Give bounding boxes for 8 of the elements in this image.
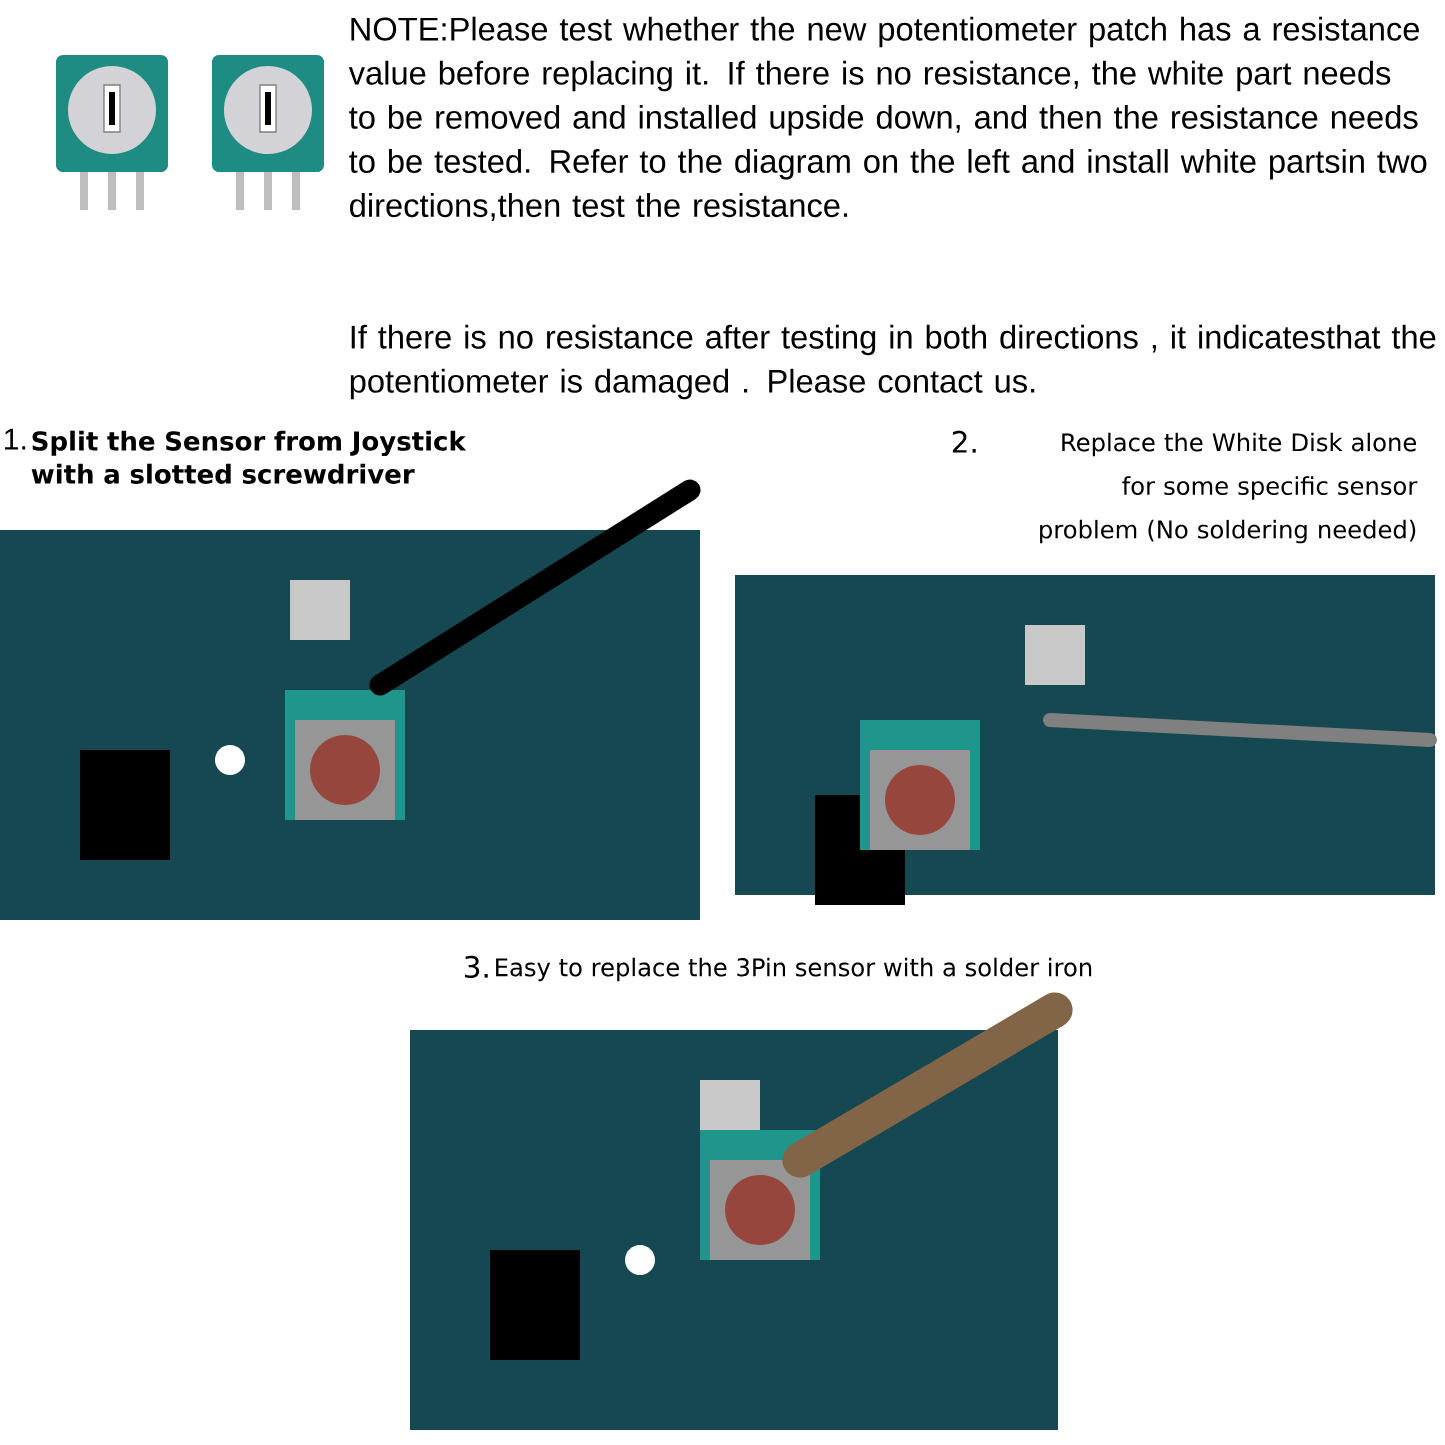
step-caption: Easy to replace the 3Pin sensor with a solder iron bbox=[496, 957, 1092, 982]
step-caption: Split the Sensor from Joystick with a slotted screwdriver bbox=[31, 430, 467, 484]
step-number: 1. bbox=[5, 428, 26, 450]
note-text: If there is no resistance after testing in both directions , it indicatesthat the potentiometer is damaged . Please contact us. bbox=[350, 324, 1436, 400]
note-text: NOTE:Please test whether the new potentiometer patch has a resistance value before replacing it. If there is no resistance, the white part needs to be removed and installed upside down, and then the resistance needs to be tested. Refer to the diagram on the left and install white partsin two directions,then test the resistance. bbox=[348, 16, 1427, 221]
step-number: 2. bbox=[952, 430, 976, 453]
step-caption: Replace the White Disk alone for some specific sensor problem (No soldering needed) bbox=[1040, 432, 1418, 544]
step-number: 3. bbox=[464, 955, 488, 979]
